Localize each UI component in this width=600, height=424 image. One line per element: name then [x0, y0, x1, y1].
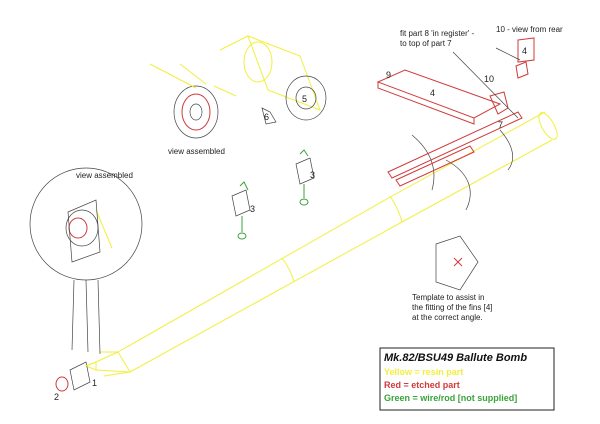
part-number-2: 2	[54, 392, 59, 402]
label-template-line2: the fitting of the fins [4]	[412, 303, 493, 312]
clip-part-3b	[295, 149, 315, 206]
clip-part-3a	[231, 181, 251, 240]
label-template-line1: Template to assist in	[412, 293, 484, 302]
fin-section	[376, 37, 535, 211]
legend-yellow: Yellow = resin part	[384, 367, 463, 377]
diagram-title: Mk.82/BSU49 Ballute Bomb	[384, 352, 527, 364]
legend-box: Mk.82/BSU49 Ballute Bomb Yellow = resin …	[379, 347, 555, 411]
part-number-3b: 3	[310, 170, 315, 180]
part-number-3a: 3	[250, 204, 255, 214]
part-number-6: 6	[264, 112, 269, 122]
canister-part-5	[179, 35, 327, 125]
part-number-7: 7	[498, 120, 503, 130]
assembled-view-top	[149, 63, 237, 139]
bomb-body	[84, 111, 558, 377]
label-view-rear: 10 - view from rear	[496, 25, 563, 34]
fin-template	[435, 235, 479, 291]
tail-fuze	[55, 361, 97, 392]
label-view-assembled-top: view assembled	[168, 147, 225, 156]
label-fit-part8-line1: fit part 8 'in register' -	[400, 29, 475, 38]
circle-detail	[29, 167, 143, 355]
part-number-9: 9	[386, 70, 391, 80]
part-number-10: 10	[484, 74, 494, 84]
part-number-5: 5	[302, 94, 307, 104]
part-number-4a: 4	[430, 88, 435, 98]
label-view-assembled-circle: view assembled	[76, 171, 133, 180]
legend-red: Red = etched part	[384, 380, 460, 390]
label-fit-part8-line2: to top of part 7	[400, 39, 452, 48]
label-template-line3: at the correct angle.	[412, 313, 483, 322]
legend-green: Green = wire/rod [not supplied]	[384, 393, 517, 403]
part-number-1: 1	[92, 378, 97, 388]
part-number-4b: 4	[522, 46, 527, 56]
